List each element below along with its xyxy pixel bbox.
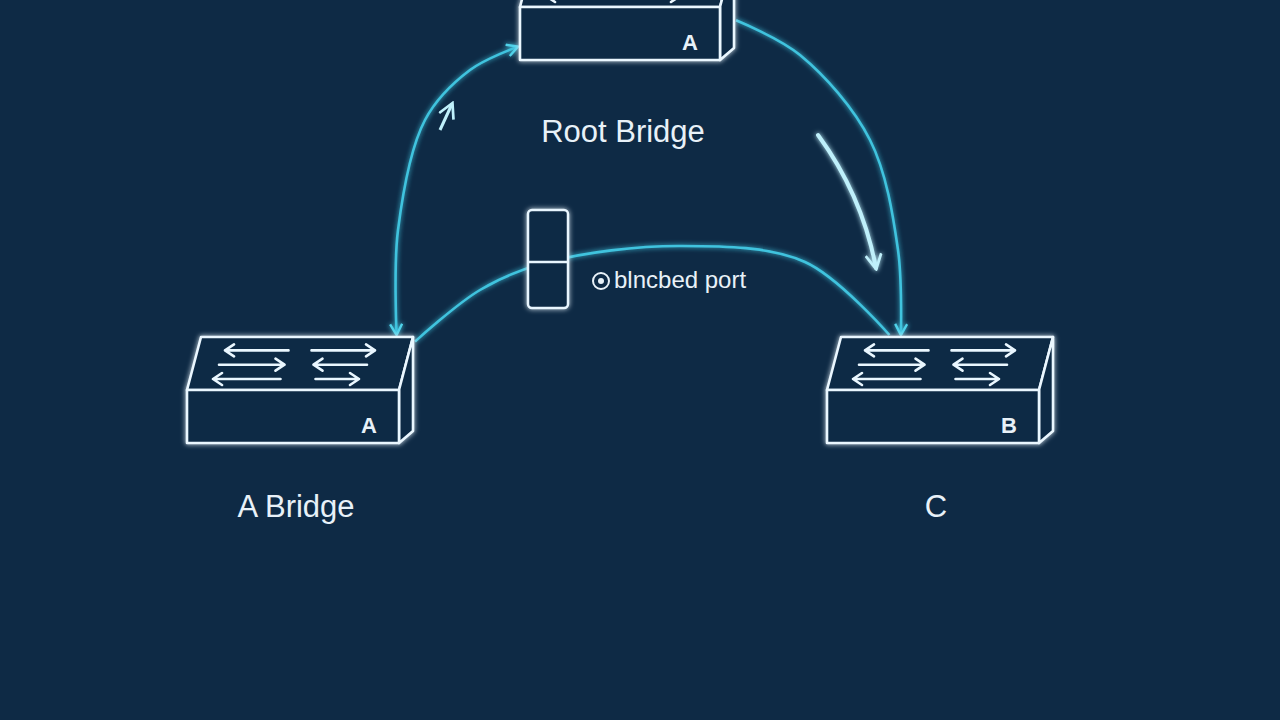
link-line (396, 47, 518, 335)
blocked-port-body (528, 210, 568, 308)
flow-arrow (440, 104, 452, 130)
switch-box: AA Bridge (185, 335, 415, 445)
icon-dot (598, 278, 604, 284)
flow-arrow (818, 135, 876, 268)
bridge-caption: Root Bridge (541, 114, 705, 150)
switch-letter: B (1001, 413, 1017, 439)
switch-shape (185, 335, 415, 445)
blocked-port-symbol (528, 210, 568, 308)
link-line (415, 246, 889, 342)
blocked-port-divider (528, 261, 568, 264)
switch-shape (825, 335, 1055, 445)
port-icon (593, 273, 609, 289)
switch-box: BC (825, 335, 1055, 445)
switch-letter: A (682, 30, 698, 56)
switch-letter: A (361, 413, 377, 439)
switch-shape (518, 0, 736, 62)
link-line (736, 20, 901, 335)
icon-ring (593, 273, 609, 289)
switch-box: ARoot Bridge (518, 0, 736, 62)
port-label: blncbed port (614, 266, 746, 294)
bridge-caption: A Bridge (237, 489, 354, 525)
bridge-caption: C (925, 489, 947, 525)
